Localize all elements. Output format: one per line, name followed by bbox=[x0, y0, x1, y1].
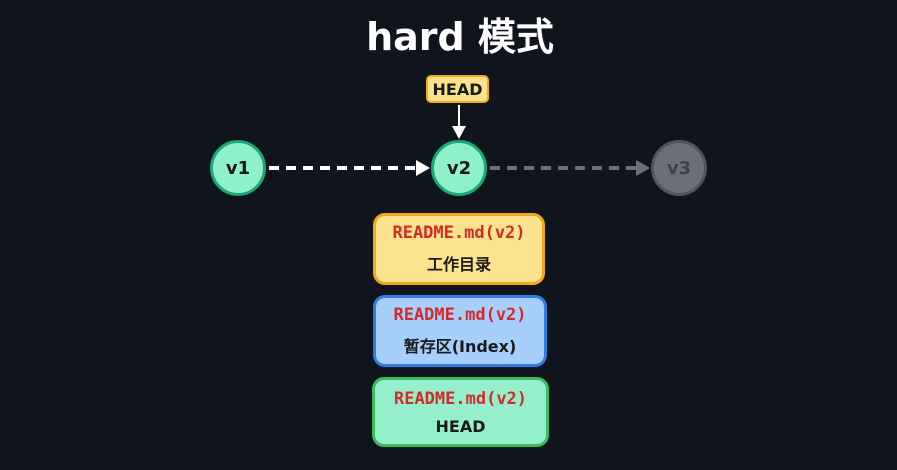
file-name: README.md(v2) bbox=[393, 388, 528, 409]
edge-v1-v2-arrowhead bbox=[416, 160, 430, 176]
staging-area-box: README.md(v2) 暂存区(Index) bbox=[373, 295, 547, 367]
area-label: HEAD bbox=[435, 416, 486, 436]
commit-node-v2: v2 bbox=[431, 140, 487, 196]
commit-node-v3: v3 bbox=[651, 140, 707, 196]
area-label: 工作目录 bbox=[426, 255, 491, 274]
working-directory-box: README.md(v2) 工作目录 bbox=[373, 213, 545, 285]
page-title: hard 模式 bbox=[366, 15, 554, 59]
head-pointer-arrowhead bbox=[452, 126, 466, 139]
file-name: README.md(v2) bbox=[393, 305, 527, 325]
commit-node-v1: v1 bbox=[210, 140, 266, 196]
file-name: README.md(v2) bbox=[392, 223, 526, 243]
area-label: 暂存区(Index) bbox=[403, 337, 517, 356]
edge-v2-v3-arrowhead bbox=[636, 160, 650, 176]
head-pointer-label: HEAD bbox=[426, 75, 489, 103]
head-box: README.md(v2) HEAD bbox=[372, 377, 549, 447]
